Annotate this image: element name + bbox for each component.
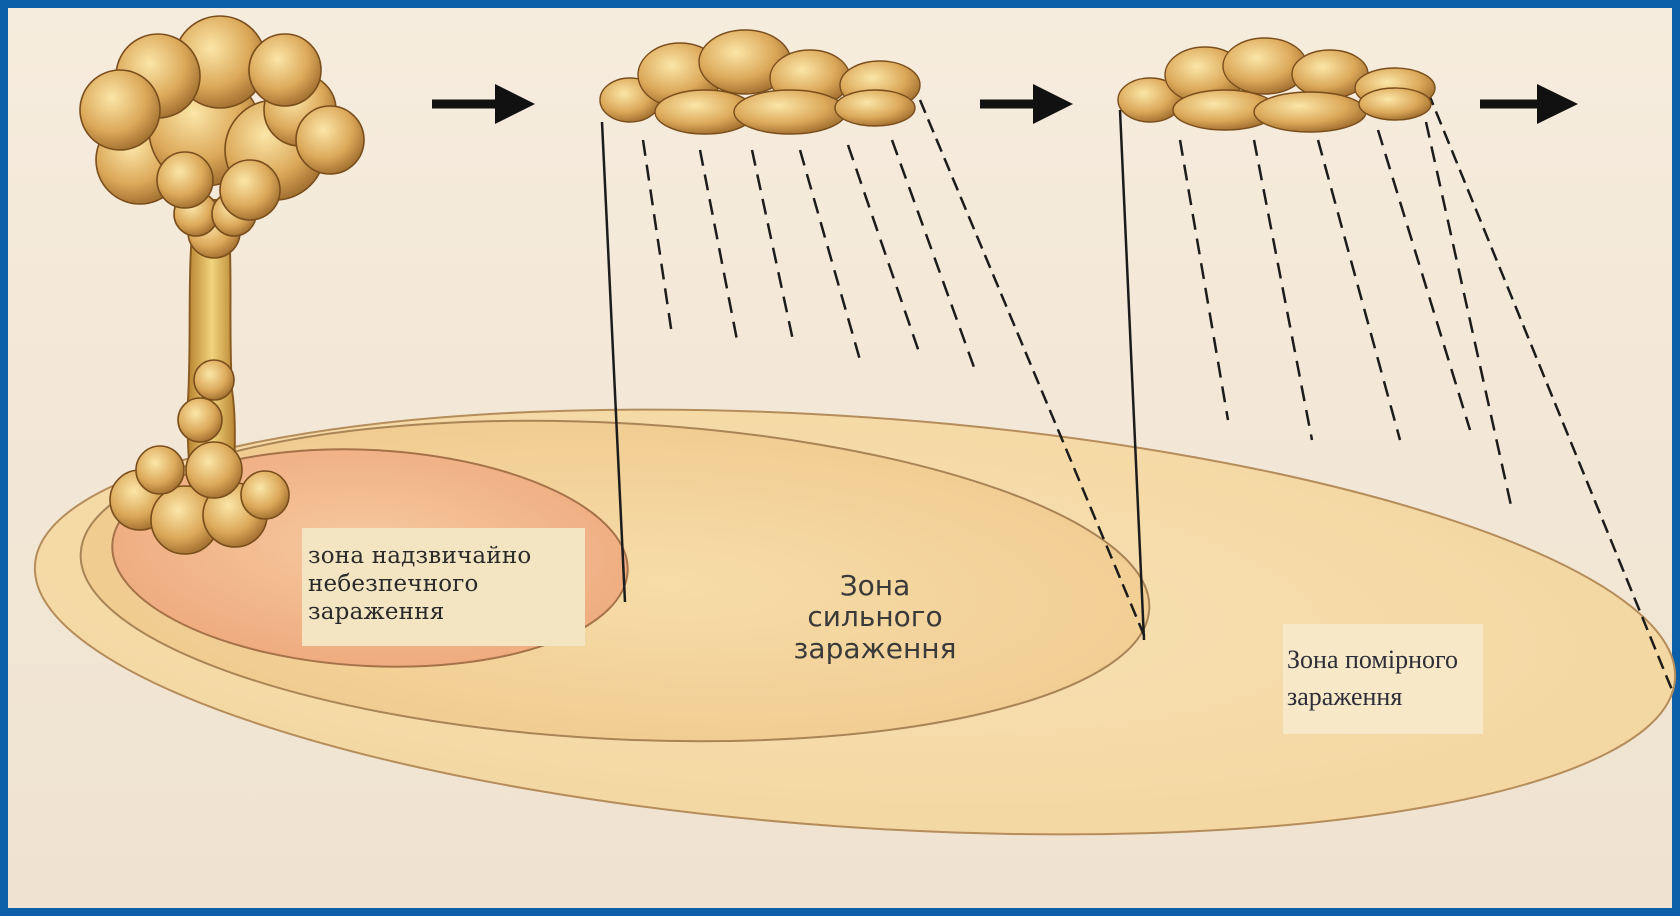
- extreme-zone-label-line: небезпечного: [308, 570, 579, 598]
- strong-zone-label-line: Зона: [770, 570, 980, 601]
- strong-zone-label: Зона сильного зараження: [770, 570, 980, 664]
- strong-zone-label-line: сильного: [770, 601, 980, 632]
- extreme-zone-label-line: зона надзвичайно: [308, 542, 579, 570]
- moderate-zone-label: Зона помірного зараження: [1283, 624, 1483, 734]
- moderate-zone-label-line: Зона помірного: [1287, 642, 1479, 679]
- strong-zone-label-line: зараження: [770, 633, 980, 664]
- moderate-zone-label-line: зараження: [1287, 679, 1479, 716]
- extreme-zone-label: зона надзвичайно небезпечного зараження: [302, 528, 585, 646]
- extreme-zone-label-line: зараження: [308, 598, 579, 626]
